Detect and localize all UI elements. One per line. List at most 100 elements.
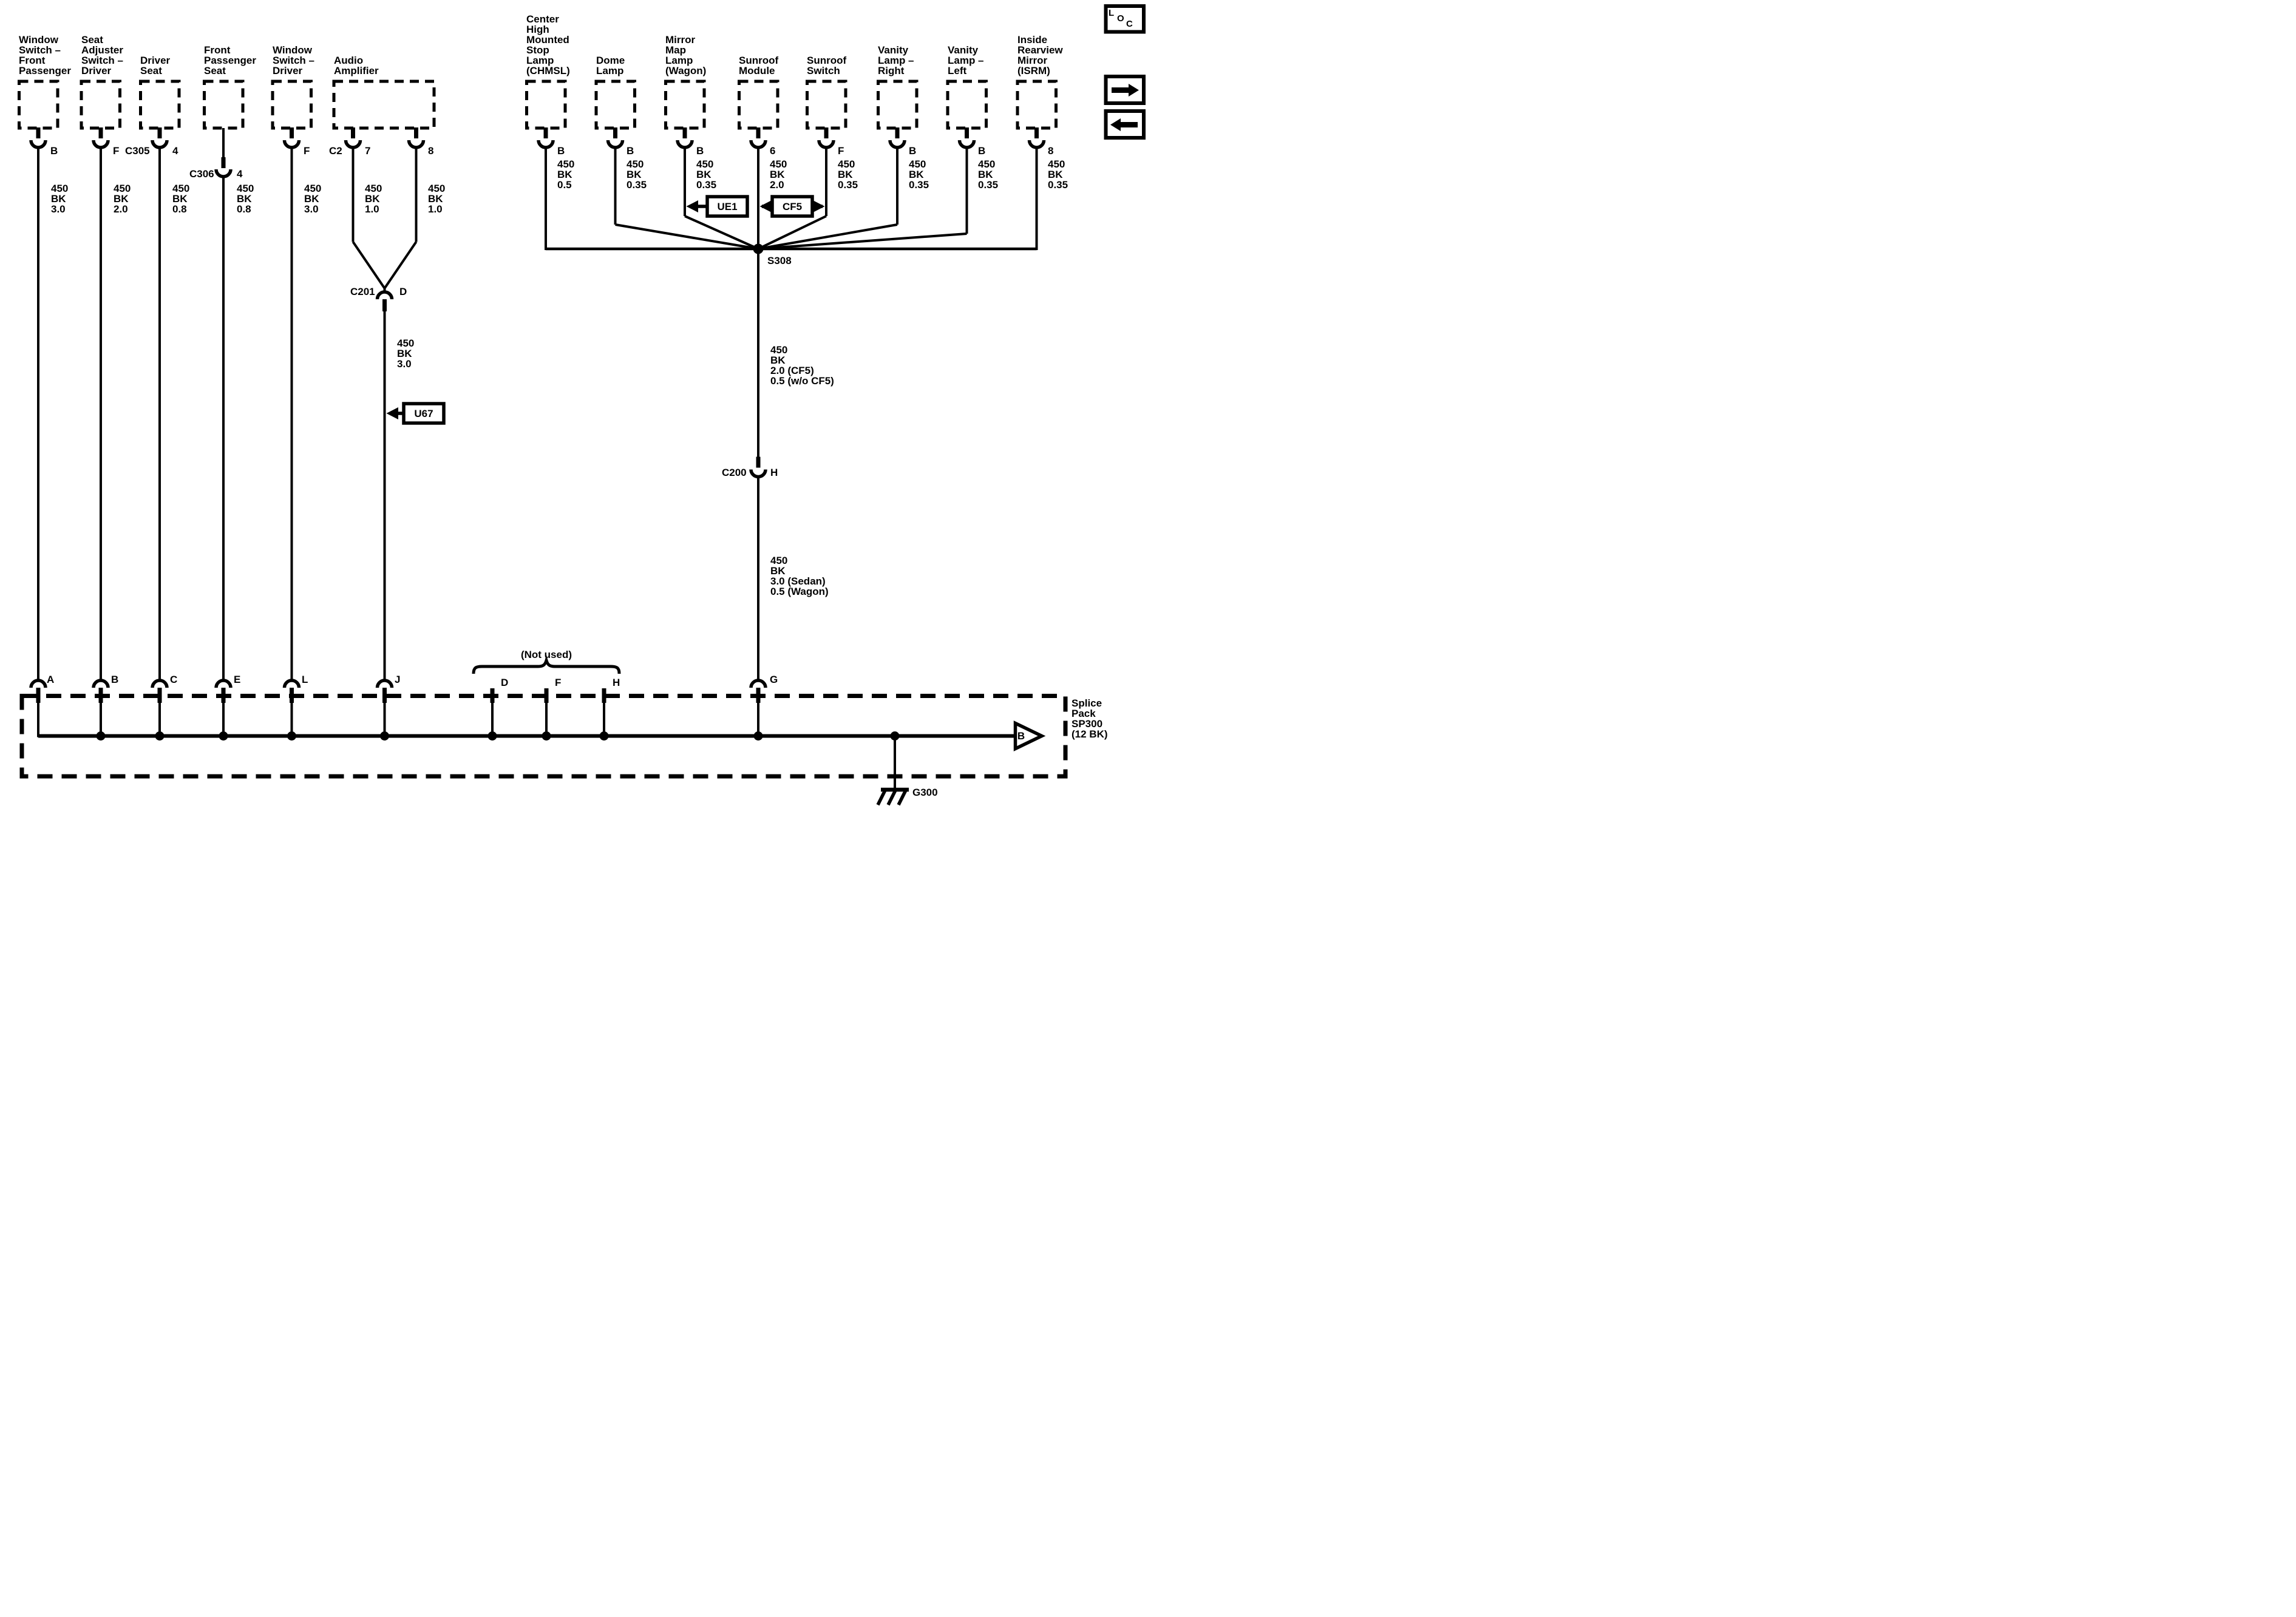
splice-pin-label: L — [302, 674, 308, 685]
loc-letter-c: C — [1126, 19, 1133, 29]
splice-output-arrow-icon — [1013, 720, 1046, 751]
cf5-left-arrow-icon — [759, 200, 772, 212]
wiring-diagram-page: Window Switch – Front Passenger Seat Adj… — [0, 0, 1148, 808]
box-sunroof-module — [738, 80, 779, 130]
splice-pin-label: J — [395, 674, 401, 685]
pin-label: H — [770, 467, 778, 478]
label-sunroof-module: Sunroof Module — [739, 55, 779, 76]
connector-label-c200: C200 — [722, 467, 747, 478]
box-window-switch-driver — [271, 80, 313, 130]
wire-spec: 450 BK 3.0 — [304, 183, 322, 215]
box-driver-seat — [139, 80, 181, 130]
prev-page-box[interactable] — [1104, 109, 1146, 140]
wire-spec: 450 BK 3.0 — [397, 337, 415, 370]
splice-pin-label: A — [47, 674, 55, 685]
wire-spec: 450 BK 0.35 — [696, 158, 717, 191]
box-front-passenger-seat — [203, 80, 245, 130]
loc-box[interactable] — [1104, 4, 1146, 34]
pin-label: F — [113, 145, 120, 157]
box-window-switch-front-passenger — [18, 80, 59, 130]
wire-spec: 450 BK 2.0 (CF5) 0.5 (w/o CF5) — [770, 344, 834, 387]
pin-label: B — [909, 145, 917, 157]
box-mirror-map-lamp — [664, 80, 706, 130]
wire-spec: 450 BK 1.0 — [365, 183, 382, 215]
box-vanity-lamp-right — [877, 80, 919, 130]
pin-label: B — [557, 145, 565, 157]
splice-pin-not-used: H — [613, 677, 620, 688]
cf5-label: CF5 — [782, 200, 803, 212]
label-vanity-lamp-left: Vanity Lamp – Left — [948, 44, 984, 76]
label-window-switch-driver: Window Switch – Driver — [273, 44, 314, 76]
wire-spec: 450 BK 0.35 — [909, 158, 929, 191]
splice-pin-not-used: D — [501, 677, 509, 688]
label-isrm: Inside Rearview Mirror (ISRM) — [1017, 34, 1063, 76]
wire-spec: 450 BK 2.0 — [114, 183, 131, 215]
pin-label: B — [627, 145, 634, 157]
pin-label: 7 — [365, 145, 371, 157]
label-seat-adjuster-switch-driver: Seat Adjuster Switch – Driver — [81, 34, 123, 76]
connector-label-c2: C2 — [329, 145, 342, 157]
wires-right — [545, 147, 1038, 680]
pin-label: 8 — [1048, 145, 1054, 157]
splice-pin-label: E — [234, 674, 241, 685]
splice-dot-s308 — [753, 243, 764, 254]
wire-spec: 450 BK 0.35 — [1048, 158, 1068, 191]
wire-spec: 450 BK 3.0 — [51, 183, 69, 215]
label-chmsl: Center High Mounted Stop Lamp (CHMSL) — [526, 13, 570, 76]
arc-c200 — [749, 469, 767, 479]
wire-spec: 450 BK 0.8 — [172, 183, 190, 215]
ue1-left-arrow-icon — [686, 200, 698, 212]
pin-label: 4 — [237, 168, 243, 180]
left-arrow-icon[interactable] — [1110, 118, 1138, 131]
splice-pin-label: C — [170, 674, 178, 685]
pin-label: B — [50, 145, 58, 157]
label-vanity-lamp-right: Vanity Lamp – Right — [878, 44, 914, 76]
splice-label-s308: S308 — [767, 255, 792, 266]
splice-internal-wires — [37, 703, 896, 790]
label-mirror-map-lamp: Mirror Map Lamp (Wagon) — [665, 34, 707, 76]
pin-label: F — [304, 145, 310, 157]
pin-label: 4 — [172, 145, 178, 157]
splice-pack-name: Splice Pack SP300 (12 BK) — [1072, 697, 1108, 740]
connector-label-c305: C305 — [125, 145, 150, 157]
pin-label: B — [978, 145, 986, 157]
connector-stubs — [36, 127, 1039, 468]
splice-pin-not-used: F — [555, 677, 562, 688]
loc-letter-o: O — [1117, 13, 1124, 24]
box-audio-amplifier — [332, 80, 436, 130]
ground-symbol-icon — [876, 787, 909, 806]
connector-arcs-bottom — [29, 679, 767, 688]
arc-c201 — [375, 290, 394, 300]
u67-left-arrow-icon — [386, 407, 398, 419]
not-used-brace — [472, 654, 621, 674]
wire-spec: 450 BK 0.8 — [237, 183, 254, 215]
label-audio-amplifier: Audio Amplifier — [334, 55, 379, 76]
wire-spec: 450 BK 1.0 — [428, 183, 446, 215]
loc-letter-l: L — [1109, 8, 1115, 18]
cf5-right-arrow-icon — [813, 200, 825, 212]
wire-spec: 450 BK 0.5 — [557, 158, 575, 191]
ue1-label: UE1 — [717, 200, 738, 212]
box-sunroof-switch — [806, 80, 847, 130]
right-arrow-icon[interactable] — [1112, 84, 1139, 97]
ground-label-g300: G300 — [912, 787, 938, 798]
pin-label: B — [696, 145, 704, 157]
splice-pack-boundary — [19, 694, 1068, 779]
wire-spec: 450 BK 2.0 — [770, 158, 787, 191]
box-isrm — [1016, 80, 1058, 130]
stub-c201 — [382, 299, 387, 311]
stub-c306 — [221, 157, 226, 168]
next-page-box[interactable] — [1104, 75, 1146, 105]
box-vanity-lamp-left — [946, 80, 988, 130]
label-dome-lamp: Dome Lamp — [596, 55, 625, 76]
stub-c200 — [756, 456, 761, 468]
wire-spec: 450 BK 3.0 (Sedan) 0.5 (Wagon) — [770, 555, 829, 597]
pin-label: D — [399, 286, 407, 297]
label-driver-seat: Driver Seat — [140, 55, 171, 76]
bottom-stubs — [36, 688, 761, 703]
label-window-switch-front-passenger: Window Switch – Front Passenger — [19, 34, 71, 76]
pin-label: 6 — [770, 145, 776, 157]
wire-spec: 450 BK 0.35 — [838, 158, 858, 191]
pin-label: 8 — [428, 145, 434, 157]
box-dome-lamp — [594, 80, 636, 130]
